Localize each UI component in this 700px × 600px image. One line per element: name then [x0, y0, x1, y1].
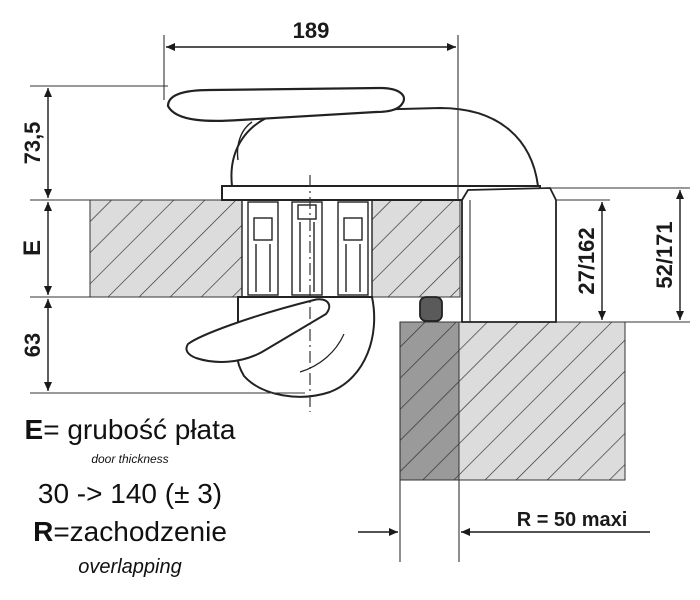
- dim-door-thickness: E: [19, 240, 46, 256]
- bottom-handle: [185, 296, 376, 398]
- legend-e-line: E= grubość płata: [0, 414, 260, 446]
- lock-mechanism: [241, 199, 373, 298]
- legend-e-subtitle: door thickness: [91, 452, 169, 466]
- legend-r-subtitle: overlapping: [78, 556, 182, 578]
- dim-width-top: 189: [293, 18, 330, 43]
- legend-range: 30 -> 140 (± 3): [37, 478, 223, 509]
- door-leaf: [89, 199, 461, 298]
- door-frame: [399, 321, 626, 481]
- dim-lower-height: 63: [20, 333, 45, 357]
- dim-handle-height: 73,5: [20, 122, 45, 165]
- extension-lines: [30, 35, 690, 562]
- legend-r-text: =zachodzenie: [53, 516, 227, 547]
- frame-strike: [419, 187, 557, 323]
- legend-r-letter: R: [33, 516, 54, 547]
- dimension-lines: [44, 43, 684, 536]
- dim-side-2: 52/171: [652, 221, 677, 288]
- legend-e-letter: E: [24, 414, 44, 445]
- legend-r-line: R=zachodzenie: [0, 516, 260, 548]
- legend-e-text: = grubość płata: [43, 414, 236, 445]
- dim-overlap: R = 50 maxi: [517, 509, 628, 531]
- dim-side-1: 27/162: [574, 227, 599, 294]
- top-handle: [166, 86, 541, 201]
